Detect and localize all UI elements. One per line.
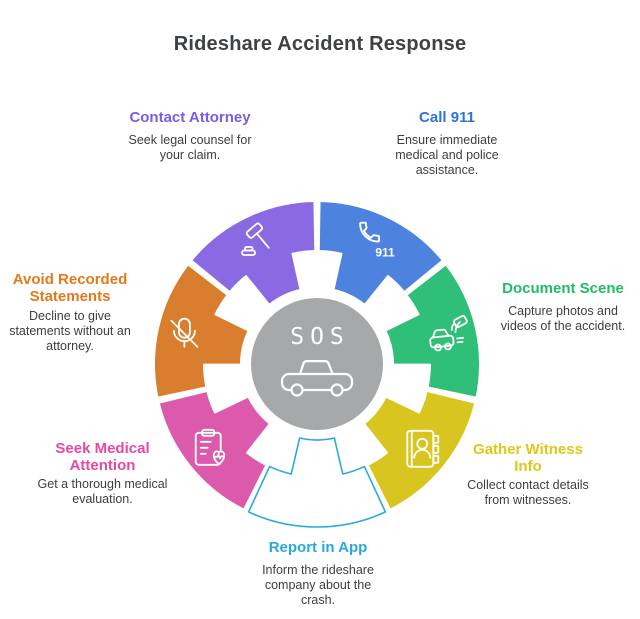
step-description: Inform the rideshare company about the c… — [262, 563, 374, 607]
step-seek-medical-attention: Seek Medical Attention Get a thorough me… — [25, 440, 180, 507]
segment-document-scene — [384, 263, 481, 399]
page-title: Rideshare Accident Response — [173, 33, 467, 55]
step-description: Collect contact details from witnesses. — [467, 478, 589, 507]
center-circle — [251, 298, 383, 430]
step-gather-witness-info: Gather Witness Info Collect contact deta… — [455, 441, 601, 508]
step-contact-attorney: Contact Attorney Seek legal counsel for … — [100, 109, 280, 163]
svg-text:911: 911 — [375, 246, 395, 260]
segment-avoid-recorded-statements — [153, 263, 250, 399]
segment-call-911 — [317, 200, 444, 306]
step-report-in-app: Report in App Inform the rideshare compa… — [238, 539, 398, 608]
step-title: Report in App — [268, 539, 368, 556]
step-title: Seek Medical Attention — [55, 440, 150, 474]
step-description: Capture photos and videos of the acciden… — [500, 304, 626, 333]
segment-contact-attorney — [190, 200, 317, 306]
car-icon — [280, 360, 354, 397]
step-title: Contact Attorney — [129, 109, 251, 126]
step-document-scene: Document Scene Capture photos and videos… — [486, 280, 640, 334]
segment-report-in-app — [247, 437, 387, 528]
medical-clipboard-icon — [194, 428, 226, 466]
step-description: Seek legal counsel for your claim. — [128, 133, 252, 162]
segment-seek-medical-attention — [157, 389, 271, 511]
step-call-911: Call 911 Ensure immediate medical and po… — [372, 109, 522, 178]
address-book-icon — [406, 429, 440, 468]
step-description: Ensure immediate medical and police assi… — [395, 133, 499, 177]
step-avoid-recorded-statements: Avoid Recorded Statements Decline to giv… — [0, 271, 145, 354]
muted-microphone-icon — [170, 317, 199, 348]
step-description: Decline to give statements without an at… — [9, 309, 131, 353]
sos-center-hub: SOS — [251, 298, 383, 430]
step-title: Call 911 — [419, 109, 475, 126]
traffic-camera-icon — [429, 314, 468, 352]
step-title: Avoid Recorded Statements — [12, 271, 128, 305]
sos-label: SOS — [290, 324, 350, 350]
step-title: Document Scene — [502, 280, 624, 297]
phone-911-icon: 911 — [359, 221, 395, 260]
gavel-icon — [241, 222, 270, 256]
step-title: Gather Witness Info — [473, 441, 583, 475]
step-description: Get a thorough medical evaluation. — [37, 477, 168, 506]
